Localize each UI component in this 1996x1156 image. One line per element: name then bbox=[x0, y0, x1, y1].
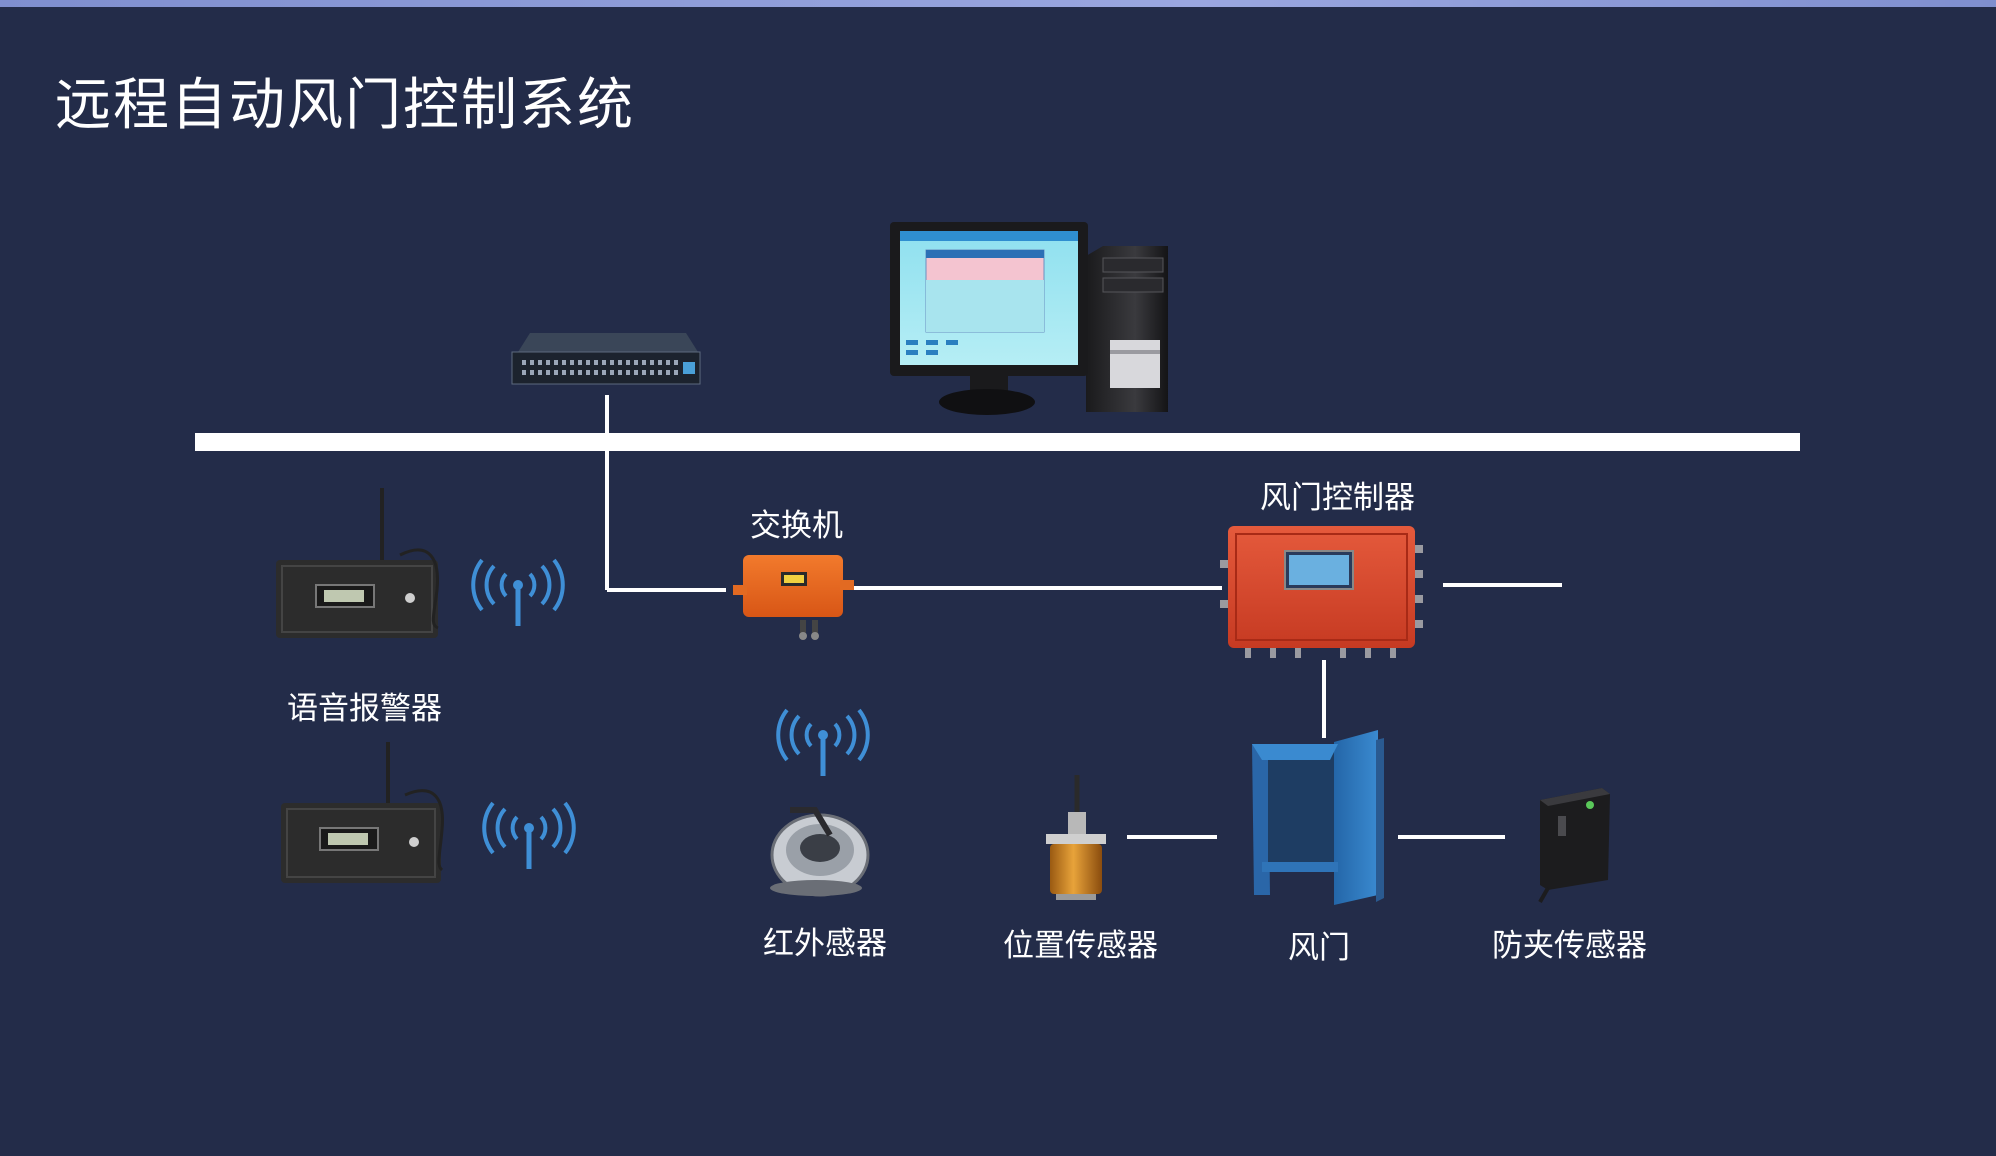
voice-alarm-icon bbox=[276, 488, 440, 638]
computer-icon bbox=[890, 222, 1168, 415]
top-accent-strip bbox=[0, 0, 1996, 7]
door-controller-box-icon bbox=[1220, 526, 1423, 658]
wireless-signal-icon bbox=[471, 558, 565, 626]
main-bus-line bbox=[195, 433, 1800, 451]
label-voice-alarm: 语音报警器 bbox=[287, 691, 442, 727]
label-position-sensor: 位置传感器 bbox=[1003, 928, 1158, 964]
air-door-icon bbox=[1252, 730, 1384, 905]
wireless-signal-icon bbox=[776, 708, 870, 776]
label-switch: 交换机 bbox=[750, 508, 843, 544]
connection-lines bbox=[195, 395, 1800, 839]
voice-alarm-icon bbox=[281, 742, 445, 883]
anti-pinch-sensor-icon bbox=[1538, 788, 1610, 903]
infrared-sensor-icon bbox=[770, 807, 870, 897]
position-sensor-icon bbox=[1046, 775, 1106, 900]
page-title: 远程自动风门控制系统 bbox=[55, 73, 635, 138]
wireless-signal-icon bbox=[482, 801, 576, 869]
network-switch-icon bbox=[511, 333, 701, 385]
label-infrared-sensor: 红外感器 bbox=[763, 926, 887, 962]
label-anti-pinch-sensor: 防夹传感器 bbox=[1492, 928, 1647, 964]
orange-switch-box-icon bbox=[733, 555, 854, 640]
label-door-controller: 风门控制器 bbox=[1260, 480, 1415, 516]
label-air-door: 风门 bbox=[1288, 930, 1350, 966]
